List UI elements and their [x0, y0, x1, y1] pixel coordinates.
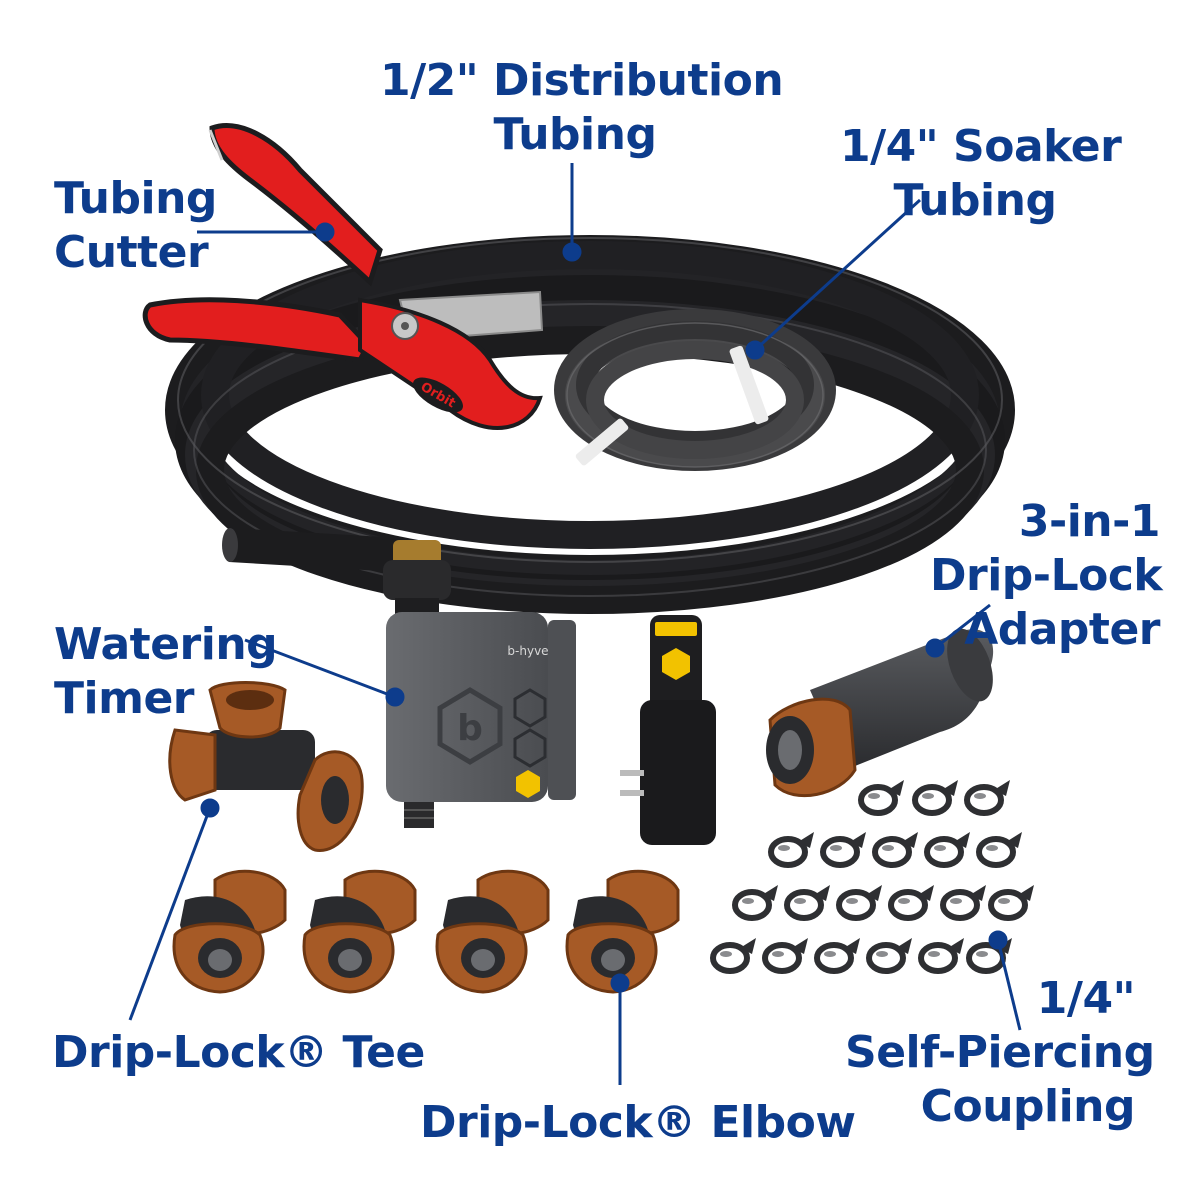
leader-tee — [128, 807, 212, 1021]
label-adapter: 3-in-1 Drip-Lock Adapter — [930, 495, 1163, 657]
label-adapter-line1: 3-in-1 — [1018, 496, 1161, 547]
coupling-piece — [814, 938, 860, 974]
label-watering-timer: Watering Timer — [54, 618, 278, 726]
coupling-piece — [940, 885, 986, 921]
label-watering-timer-line2: Timer — [54, 673, 194, 724]
coupling-piece — [784, 885, 830, 921]
label-distribution-tubing: 1/2" Distribution Tubing — [380, 54, 784, 162]
remote-bridge-icon — [620, 615, 716, 845]
watering-timer-icon: b-hyve b — [383, 540, 576, 828]
label-soaker-tubing-line2: Tubing — [893, 175, 1057, 226]
drip-lock-elbow-icon — [172, 869, 680, 994]
coupling-piece — [912, 780, 958, 816]
label-distribution-tubing-line2: Tubing — [493, 109, 657, 160]
leader-soaker-tubing — [753, 198, 922, 352]
label-tee-line1: Drip-Lock® Tee — [52, 1027, 425, 1078]
tubing-cutter-icon: Orbit — [142, 123, 544, 430]
label-soaker-tubing-line1: 1/4" Soaker — [840, 121, 1122, 172]
coupling-piece — [964, 780, 1010, 816]
coupling-piece — [924, 832, 970, 868]
label-tee: Drip-Lock® Tee — [52, 1026, 425, 1080]
svg-text:b: b — [457, 708, 483, 749]
self-piercing-coupling-icon — [710, 780, 1034, 974]
label-coupling-line2: Self-Piercing — [845, 1027, 1155, 1078]
drip-lock-adapter-icon — [766, 628, 994, 798]
label-coupling-line3: Coupling — [920, 1081, 1136, 1132]
label-adapter-line2: Drip-Lock — [930, 550, 1163, 601]
timer-brand-mark: b-hyve — [507, 644, 548, 658]
coupling-piece — [866, 938, 912, 974]
leader-watering-timer — [244, 638, 396, 699]
label-tubing-cutter-line2: Cutter — [54, 227, 209, 278]
coupling-piece — [762, 938, 808, 974]
label-tubing-cutter-line1: Tubing — [54, 173, 217, 224]
coupling-piece — [872, 832, 918, 868]
coupling-piece — [710, 938, 756, 974]
label-elbow: Drip-Lock® Elbow — [420, 1096, 856, 1150]
leader-adapter — [934, 603, 991, 650]
hose-coil-icon — [165, 235, 1015, 614]
label-coupling-line1: 1/4" — [1036, 973, 1136, 1024]
label-distribution-tubing-line1: 1/2" Distribution — [380, 55, 784, 106]
label-watering-timer-line1: Watering — [54, 619, 278, 670]
coupling-piece — [976, 832, 1022, 868]
coupling-piece — [836, 885, 882, 921]
coupling-piece — [988, 885, 1034, 921]
coupling-piece — [858, 780, 904, 816]
label-soaker-tubing: 1/4" Soaker Tubing — [840, 120, 1122, 228]
coupling-piece — [820, 832, 866, 868]
leader-lines — [128, 163, 1022, 1085]
label-elbow-line1: Drip-Lock® Elbow — [420, 1097, 856, 1148]
coupling-piece — [732, 885, 778, 921]
leader-coupling — [996, 939, 1022, 1031]
soaker-coil-icon — [554, 309, 836, 471]
label-tubing-cutter: Tubing Cutter — [54, 172, 224, 280]
label-coupling: 1/4" Self-Piercing Coupling — [845, 972, 1155, 1134]
coupling-piece — [768, 832, 814, 868]
coupling-piece — [888, 885, 934, 921]
label-adapter-line3: Adapter — [964, 604, 1160, 655]
drip-lock-tee-icon — [168, 681, 364, 852]
coupling-piece — [918, 938, 964, 974]
